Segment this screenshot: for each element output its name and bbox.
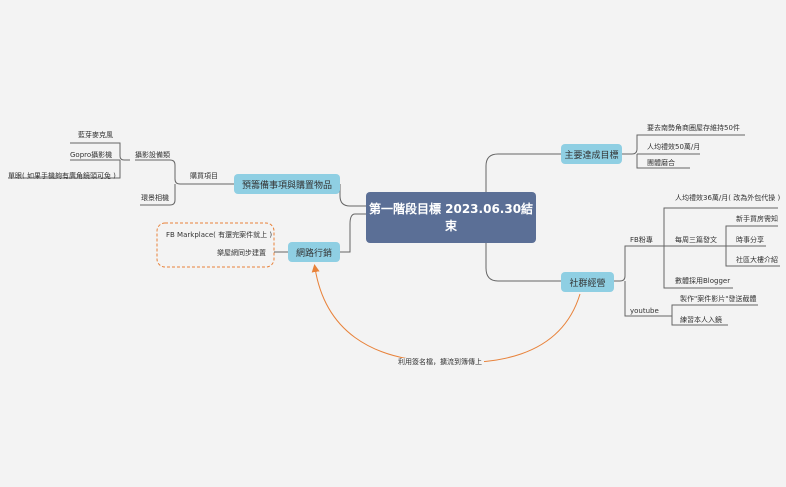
connector-newbie xyxy=(720,225,778,247)
connector-fb-page xyxy=(614,245,660,282)
relation-arrow xyxy=(311,264,581,364)
prep-buy-item[interactable]: 購買項目 xyxy=(190,172,218,180)
weekly-item-news[interactable]: 時事分享 xyxy=(736,236,764,244)
prep-equipment[interactable]: 攝影設備類 xyxy=(135,151,170,159)
prep-gopro[interactable]: Gopro攝影機 xyxy=(70,151,113,159)
connector-dslr xyxy=(8,160,121,179)
central-topic-label: 第一階段目標 2023.06.30結束 xyxy=(368,201,534,233)
relation-label[interactable]: 利用簽名檔，擴流到簿傳上 xyxy=(396,358,484,367)
marketing-fb-marketplace[interactable]: FB Markplace( 有還完案件就上 ) xyxy=(166,231,273,239)
marketing-note-frame xyxy=(156,222,275,268)
branch-marketing-label: 網路行銷 xyxy=(295,248,332,259)
connector-marketing xyxy=(340,213,366,253)
connector-goals xyxy=(485,153,561,202)
branch-community-label: 社群經營 xyxy=(569,278,606,289)
connector-oncamera xyxy=(671,316,728,326)
connector-camera360 xyxy=(140,184,176,206)
weekly-item-newbie[interactable]: 新手買房需知 xyxy=(736,215,778,223)
connector-mic xyxy=(70,142,130,161)
goal-item-3[interactable]: 團體磨合 xyxy=(647,159,675,167)
fb-item-36[interactable]: 人均禮效36萬/月( 改為外包代操 ) xyxy=(675,194,781,202)
weekly-item-building[interactable]: 社區大樓介紹 xyxy=(736,256,778,264)
branch-community[interactable]: 社群經營 xyxy=(561,272,614,292)
connector-youtube xyxy=(624,281,665,317)
connector-video xyxy=(665,304,758,317)
prep-camera360[interactable]: 環景相機 xyxy=(141,194,169,202)
connector-building xyxy=(725,246,780,267)
youtube-item-video[interactable]: 製作"案件影片"發送截體 xyxy=(680,295,757,303)
prep-dslr[interactable]: 單眼( 如果手機夠有廣角鏡頭可免 ) xyxy=(8,172,116,180)
community-youtube[interactable]: youtube xyxy=(630,307,659,315)
central-topic[interactable]: 第一階段目標 2023.06.30結束 xyxy=(366,192,536,243)
prep-mic[interactable]: 藍芽麥克風 xyxy=(78,131,113,139)
connector-goal-1 xyxy=(622,134,745,155)
branch-goals-label: 主要達成目標 xyxy=(564,150,619,161)
community-fb-page[interactable]: FB粉專 xyxy=(630,236,653,244)
goal-item-2[interactable]: 人均禮效50萬/月 xyxy=(647,143,701,151)
connector-equipment xyxy=(135,159,186,185)
fb-item-blogger[interactable]: 數體採用Blogger xyxy=(675,277,731,285)
connector-blogger xyxy=(663,246,733,289)
connector-prep xyxy=(339,184,366,207)
goal-item-1[interactable]: 要去南勢角商圈屋存維持50件 xyxy=(647,124,740,132)
connector-fb-36 xyxy=(660,207,778,247)
marketing-leju[interactable]: 樂屋網同步建置 xyxy=(217,249,266,257)
connector-community xyxy=(485,205,561,282)
branch-marketing[interactable]: 網路行銷 xyxy=(288,242,340,262)
branch-prep[interactable]: 預籌備事項與購置物品 xyxy=(234,174,340,194)
branch-prep-label: 預籌備事項與購置物品 xyxy=(241,180,332,191)
youtube-item-oncamera[interactable]: 練習本人入鏡 xyxy=(680,316,722,324)
branch-goals[interactable]: 主要達成目標 xyxy=(561,144,622,164)
fb-item-weekly[interactable]: 每周三篇發文 xyxy=(675,236,717,244)
connector-goal-3 xyxy=(636,154,690,169)
